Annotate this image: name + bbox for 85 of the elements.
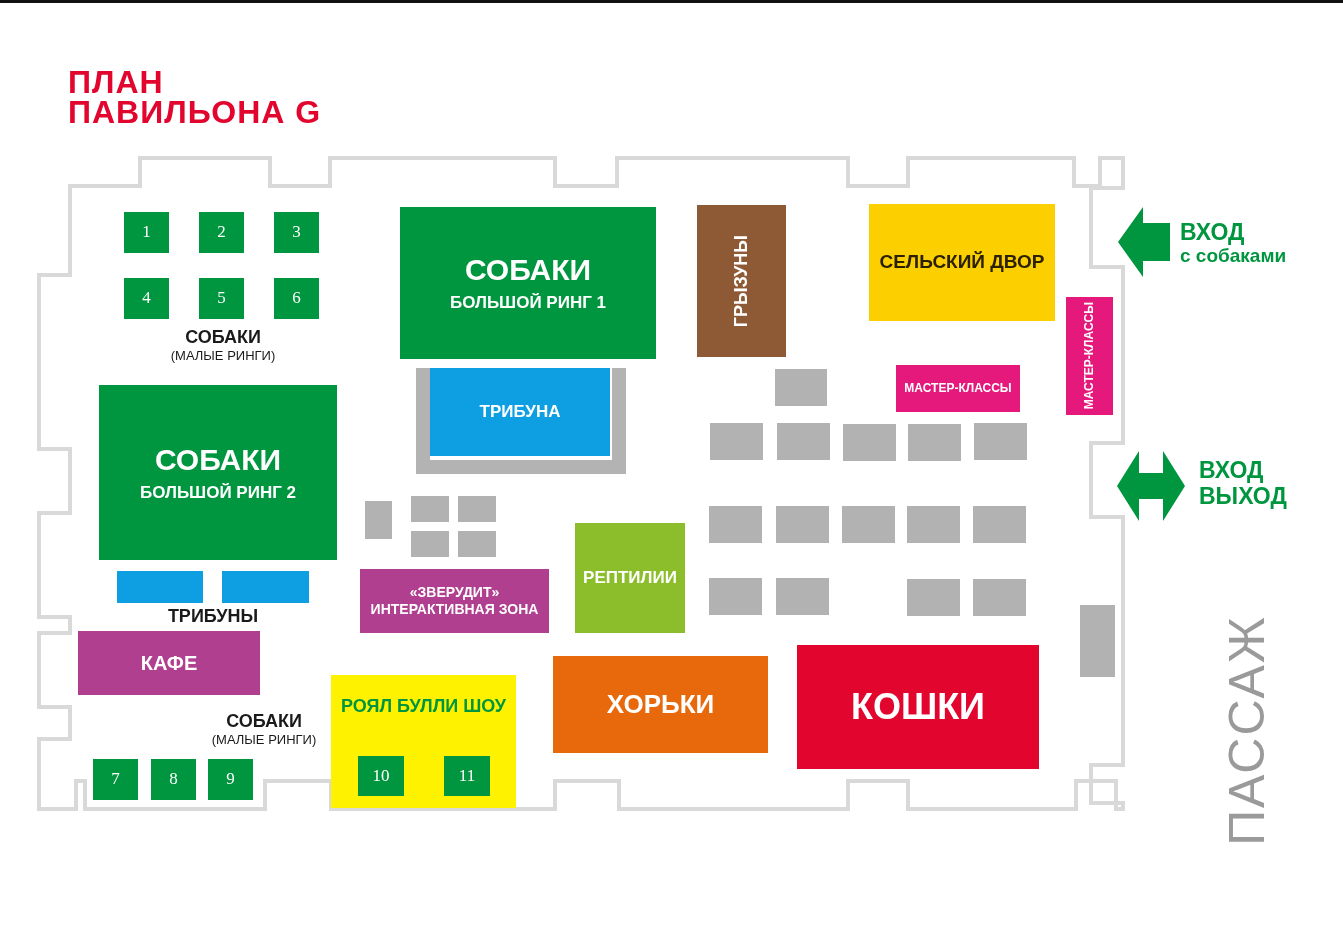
booth-box xyxy=(777,423,830,460)
zone-box xyxy=(896,365,1020,412)
booth-box xyxy=(1080,605,1115,677)
booth-box xyxy=(709,578,762,615)
ring-box xyxy=(444,756,490,796)
stand-box xyxy=(222,571,309,603)
zone-box xyxy=(430,368,610,456)
ring-number: 11 xyxy=(458,766,476,786)
zone-box xyxy=(400,207,656,359)
zone-title: СОБАКИ xyxy=(464,253,592,287)
area-label: СОБАКИ xyxy=(185,328,261,346)
booth-box xyxy=(775,369,827,406)
booth-box xyxy=(973,579,1026,616)
zone-box xyxy=(1066,297,1113,415)
ring-box xyxy=(274,212,319,253)
booth-box xyxy=(776,578,829,615)
zone-title: СЕЛЬСКИЙ ДВОР xyxy=(879,252,1045,273)
zone-subtitle: БОЛЬШОЙ РИНГ 1 xyxy=(449,294,607,313)
booth-box xyxy=(842,506,895,543)
booth-box xyxy=(710,423,763,460)
ring-number: 4 xyxy=(142,289,151,308)
zone-title: МАСТЕР-КЛАССЫ xyxy=(1082,302,1097,410)
zone-title: КАФЕ xyxy=(140,652,198,674)
zone-title: РЕПТИЛИИ xyxy=(583,568,677,588)
ring-box xyxy=(358,756,404,796)
zone-box xyxy=(78,631,260,695)
zone-box xyxy=(99,385,337,560)
area-label: ВХОД xyxy=(1199,459,1264,482)
area-label: (МАЛЫЕ РИНГИ) xyxy=(170,349,276,362)
ring-box xyxy=(274,278,319,319)
area-label: с собаками xyxy=(1180,246,1287,265)
ring-box xyxy=(124,278,169,319)
ring-number: 10 xyxy=(372,766,390,786)
zone-box xyxy=(575,523,685,633)
zone-title: СОБАКИ xyxy=(154,442,282,476)
zone-title: РОЯЛ БУЛЛИ ШОУ xyxy=(340,697,507,717)
area-label: (МАЛЫЕ РИНГИ) xyxy=(211,733,317,746)
booth-box xyxy=(458,496,496,522)
zone-title: КОШКИ xyxy=(851,687,985,727)
ring-number: 8 xyxy=(169,770,178,789)
ring-box xyxy=(208,759,253,800)
booth-box xyxy=(458,531,496,557)
zone-box xyxy=(797,645,1039,769)
area-label: СОБАКИ xyxy=(226,712,302,730)
zone-title: МАСТЕР-КЛАССЫ xyxy=(904,381,1012,396)
ring-number: 9 xyxy=(226,770,235,789)
zone-subtitle: ИНТЕРАКТИВНАЯ ЗОНА xyxy=(370,602,539,618)
booth-box xyxy=(776,506,829,543)
zone-box xyxy=(360,569,549,633)
ring-number: 1 xyxy=(142,223,151,242)
stand-box xyxy=(117,571,203,603)
plan-title: ПЛАН ПАВИЛЬОНА G xyxy=(68,67,323,127)
booth-box xyxy=(908,424,961,461)
ring-box xyxy=(151,759,196,800)
zone-title: ХОРЬКИ xyxy=(606,690,715,719)
ring-number: 2 xyxy=(217,223,226,242)
zone-title: ТРИБУНА xyxy=(479,402,561,422)
zone-box xyxy=(697,205,786,357)
booth-box xyxy=(974,423,1027,460)
booth-box xyxy=(411,531,449,557)
booth-box xyxy=(365,501,392,539)
booth-box xyxy=(709,506,762,543)
area-label: ВХОД xyxy=(1180,221,1245,244)
zone-box xyxy=(331,675,516,808)
booth-box xyxy=(907,579,960,616)
zone-subtitle: БОЛЬШОЙ РИНГ 2 xyxy=(139,483,297,503)
area-label: ТРИБУНЫ xyxy=(167,607,259,625)
ring-number: 5 xyxy=(217,289,226,308)
booth-box xyxy=(973,506,1026,543)
booth-box xyxy=(843,424,896,461)
ring-box xyxy=(199,212,244,253)
zone-title: ГРЫЗУНЫ xyxy=(731,234,752,328)
ring-number: 7 xyxy=(111,770,120,789)
ring-box xyxy=(93,759,138,800)
zone-box xyxy=(553,656,768,753)
booth-box xyxy=(907,506,960,543)
ring-box xyxy=(199,278,244,319)
passage-label: ПАССАЖ xyxy=(1222,615,1272,846)
zone-box xyxy=(869,204,1055,321)
ring-number: 6 xyxy=(292,289,301,308)
ring-box xyxy=(124,212,169,253)
zone-title: «ЗВЕРУДИТ» xyxy=(409,584,500,600)
ring-number: 3 xyxy=(292,223,301,242)
area-label: ВЫХОД xyxy=(1199,485,1287,508)
booth-box xyxy=(411,496,449,522)
